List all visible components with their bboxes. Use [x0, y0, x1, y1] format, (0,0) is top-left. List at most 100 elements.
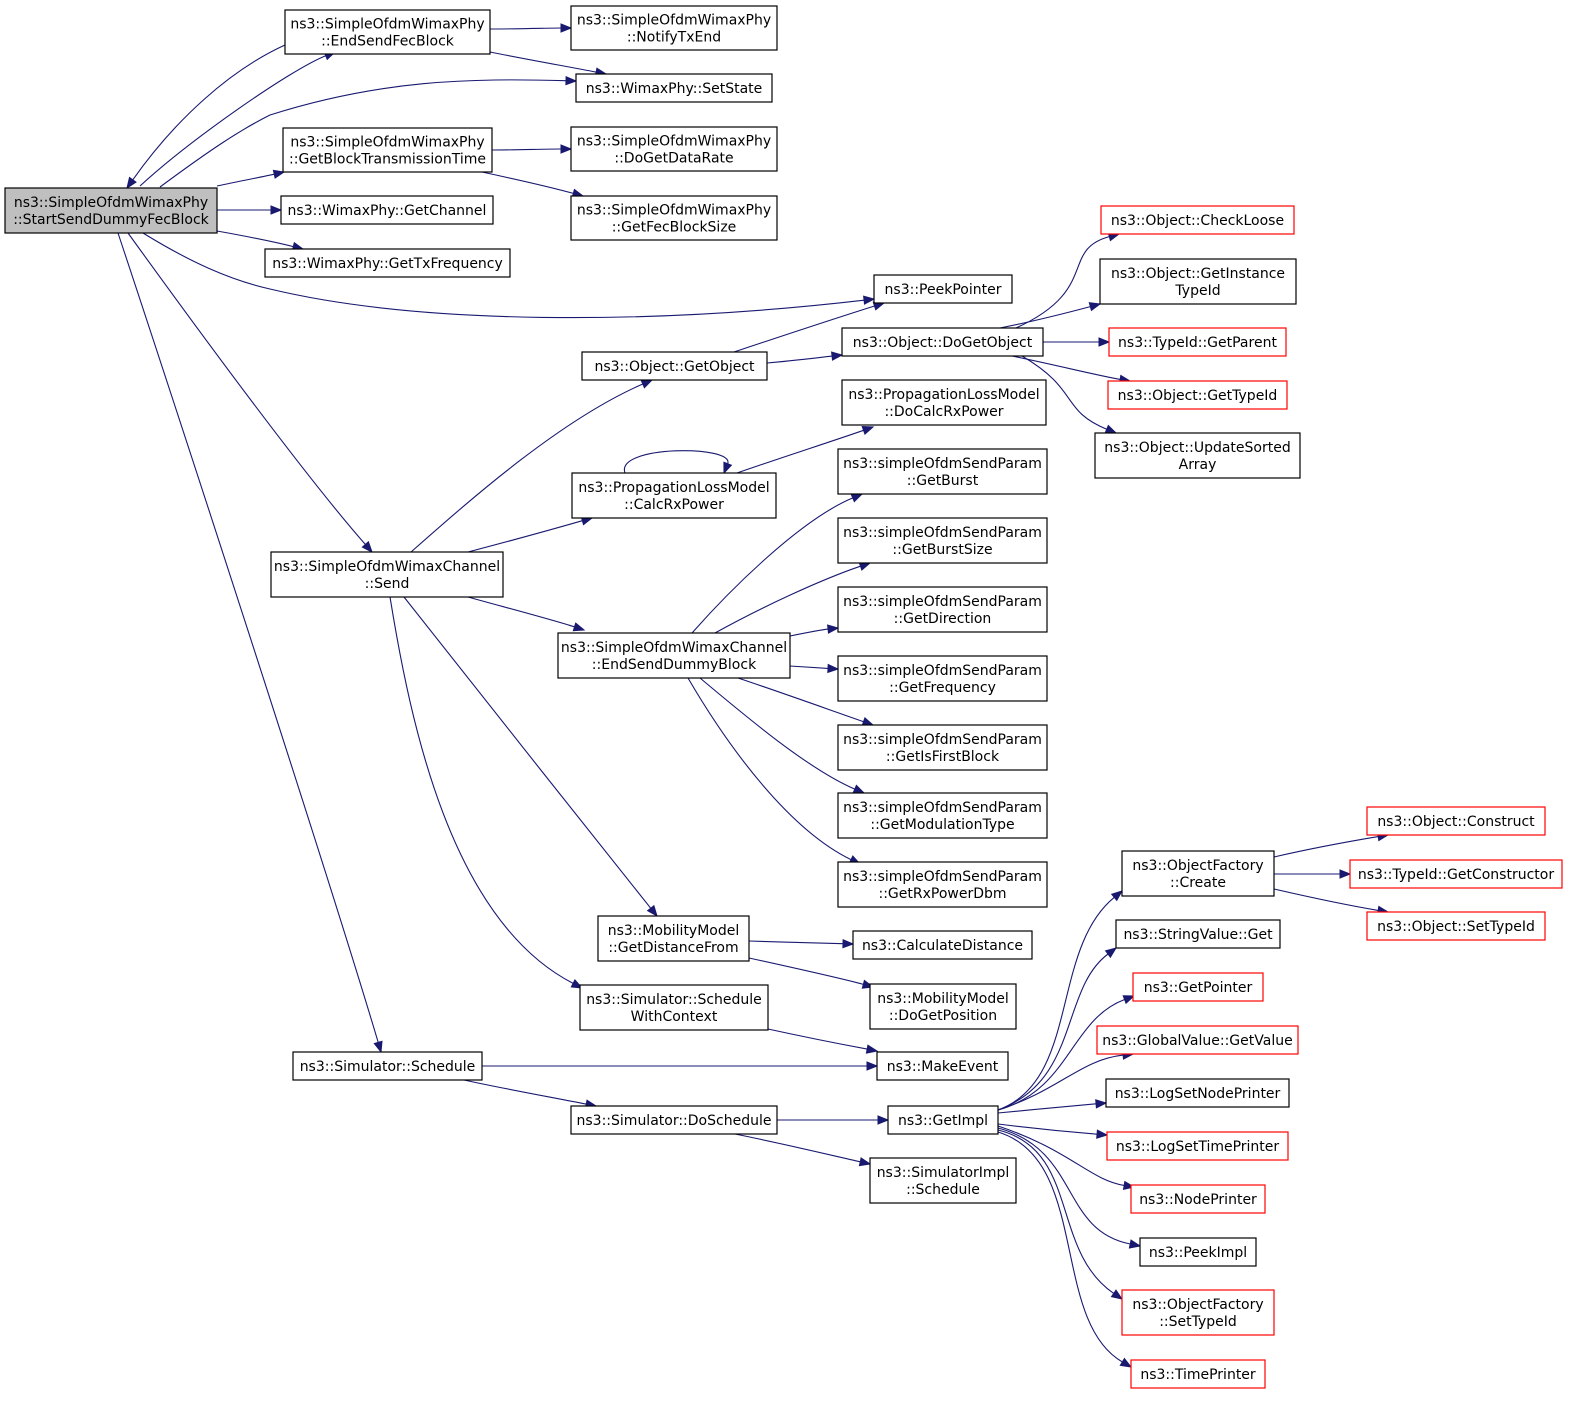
- edge-get-impl-to-peek-impl: [997, 1127, 1142, 1249]
- node-obj-construct[interactable]: ns3::Object::Construct: [1366, 806, 1546, 836]
- node-label: ns3::PropagationLossModel: [578, 480, 769, 496]
- node-box: [1121, 1289, 1275, 1336]
- node-sim-impl-schedule[interactable]: ns3::SimulatorImpl::Schedule: [869, 1157, 1017, 1204]
- node-of-set-type-id[interactable]: ns3::ObjectFactory::SetTypeId: [1121, 1289, 1275, 1336]
- node-do-schedule[interactable]: ns3::Simulator::DoSchedule: [570, 1105, 778, 1135]
- node-label: ::DoCalcRxPower: [884, 404, 1003, 420]
- node-notify-tx-end[interactable]: ns3::SimpleOfdmWimaxPhy::NotifyTxEnd: [570, 5, 778, 51]
- node-of-create[interactable]: ns3::ObjectFactory::Create: [1121, 850, 1275, 897]
- node-label: ns3::PropagationLossModel: [848, 387, 1039, 403]
- node-set-state[interactable]: ns3::WimaxPhy::SetState: [575, 73, 773, 103]
- node-do-calc-rx-power[interactable]: ns3::PropagationLossModel::DoCalcRxPower: [841, 379, 1047, 426]
- node-end-send-dummy[interactable]: ns3::SimpleOfdmWimaxChannel::EndSendDumm…: [557, 632, 791, 679]
- node-label: ns3::GetPointer: [1144, 980, 1253, 996]
- node-global-get-value[interactable]: ns3::GlobalValue::GetValue: [1096, 1025, 1299, 1055]
- node-label: ns3::SimpleOfdmWimaxPhy: [290, 135, 484, 151]
- node-get-frequency[interactable]: ns3::simpleOfdmSendParam::GetFrequency: [837, 655, 1048, 702]
- node-get-tx-freq[interactable]: ns3::WimaxPhy::GetTxFrequency: [264, 248, 511, 278]
- node-get-fec-block-size[interactable]: ns3::SimpleOfdmWimaxPhy::GetFecBlockSize: [570, 195, 778, 241]
- node-label: ns3::SimulatorImpl: [877, 1165, 1010, 1181]
- node-calc-rx-power[interactable]: ns3::PropagationLossModel::CalcRxPower: [571, 472, 777, 519]
- node-label: ns3::WimaxPhy::GetChannel: [288, 203, 487, 219]
- node-box: [264, 248, 511, 278]
- node-get-rx-power-dbm[interactable]: ns3::simpleOfdmSendParam::GetRxPowerDbm: [837, 861, 1048, 908]
- node-log-set-node-printer[interactable]: ns3::LogSetNodePrinter: [1105, 1078, 1290, 1108]
- edge-schedule-with-context-to-make-event: [767, 1028, 879, 1054]
- node-label: ::GetIsFirstBlock: [886, 749, 1000, 765]
- edge-end-send-fec-to-set-state: [489, 51, 608, 77]
- node-label: ns3::simpleOfdmSendParam: [843, 456, 1042, 472]
- node-end-send-fec[interactable]: ns3::SimpleOfdmWimaxPhy::EndSendFecBlock: [284, 9, 491, 55]
- node-box: [1108, 327, 1287, 357]
- node-label: ns3::SimpleOfdmWimaxChannel: [561, 640, 787, 656]
- node-do-get-position[interactable]: ns3::MobilityModel::DoGetPosition: [869, 983, 1017, 1030]
- node-peek-impl[interactable]: ns3::PeekImpl: [1139, 1237, 1257, 1267]
- node-get-burst-size[interactable]: ns3::simpleOfdmSendParam::GetBurstSize: [837, 517, 1048, 564]
- node-label: ::GetFecBlockSize: [612, 220, 737, 236]
- edge-do-schedule-to-sim-impl-schedule: [734, 1133, 872, 1167]
- node-box: [837, 792, 1048, 839]
- node-label: ::NotifyTxEnd: [627, 30, 721, 46]
- node-channel-send[interactable]: ns3::SimpleOfdmWimaxChannel::Send: [270, 551, 504, 598]
- node-get-direction[interactable]: ns3::simpleOfdmSendParam::GetDirection: [837, 586, 1048, 633]
- node-box: [1106, 1131, 1289, 1161]
- node-string-value-get[interactable]: ns3::StringValue::Get: [1115, 919, 1281, 949]
- node-label: ::GetBurstSize: [892, 542, 992, 558]
- edge-channel-send-to-get-object: [410, 379, 654, 553]
- edge-end-send-dummy-to-get-direction: [789, 624, 840, 637]
- node-label: ns3::simpleOfdmSendParam: [843, 869, 1042, 885]
- node-calculate-distance[interactable]: ns3::CalculateDistance: [852, 930, 1033, 960]
- node-box: [571, 472, 777, 519]
- node-get-parent[interactable]: ns3::TypeId::GetParent: [1108, 327, 1287, 357]
- node-peek-pointer[interactable]: ns3::PeekPointer: [873, 274, 1013, 304]
- node-get-is-first-block[interactable]: ns3::simpleOfdmSendParam::GetIsFirstBloc…: [837, 724, 1048, 771]
- node-box: [873, 274, 1013, 304]
- node-get-modulation-type[interactable]: ns3::simpleOfdmSendParam::GetModulationT…: [837, 792, 1048, 839]
- node-box: [841, 379, 1047, 426]
- node-get-distance-from[interactable]: ns3::MobilityModel::GetDistanceFrom: [597, 915, 750, 962]
- node-label: ns3::Simulator::Schedule: [586, 992, 762, 1008]
- node-get-object[interactable]: ns3::Object::GetObject: [581, 351, 768, 381]
- node-get-channel[interactable]: ns3::WimaxPhy::GetChannel: [280, 195, 494, 225]
- node-box: [841, 327, 1044, 357]
- node-get-burst[interactable]: ns3::simpleOfdmSendParam::GetBurst: [837, 448, 1048, 495]
- node-box: [837, 655, 1048, 702]
- node-label: ns3::Simulator::Schedule: [300, 1059, 476, 1075]
- node-box: [1130, 1359, 1266, 1389]
- node-label: ::GetFrequency: [889, 680, 996, 696]
- edge-get-impl-to-of-set-type-id: [997, 1129, 1124, 1300]
- edge-root-to-set-state: [159, 75, 578, 188]
- edge-get-impl-to-log-set-node-printer: [997, 1099, 1108, 1114]
- call-edges: [117, 23, 1390, 1368]
- edge-do-get-object-to-get-instance-type-id: [999, 302, 1102, 329]
- node-box: [557, 632, 791, 679]
- node-check-loose[interactable]: ns3::Object::CheckLoose: [1100, 205, 1295, 235]
- edge-do-get-object-to-get-parent: [1042, 337, 1111, 347]
- node-label: ns3::LogSetTimePrinter: [1116, 1139, 1280, 1155]
- node-get-type-id[interactable]: ns3::Object::GetTypeId: [1107, 380, 1288, 410]
- node-log-set-time-printer[interactable]: ns3::LogSetTimePrinter: [1106, 1131, 1289, 1161]
- node-sim-schedule[interactable]: ns3::Simulator::Schedule: [292, 1051, 483, 1081]
- node-time-printer[interactable]: ns3::TimePrinter: [1130, 1359, 1266, 1389]
- node-do-get-data-rate[interactable]: ns3::SimpleOfdmWimaxPhy::DoGetDataRate: [570, 126, 778, 172]
- node-get-block-tx[interactable]: ns3::SimpleOfdmWimaxPhy::GetBlockTransmi…: [282, 127, 493, 173]
- node-box: [4, 187, 218, 234]
- node-label: ns3::simpleOfdmSendParam: [843, 732, 1042, 748]
- node-get-impl[interactable]: ns3::GetImpl: [887, 1105, 999, 1135]
- node-label: ::DoGetDataRate: [614, 151, 733, 167]
- node-get-pointer[interactable]: ns3::GetPointer: [1132, 972, 1264, 1002]
- node-label: ns3::SimpleOfdmWimaxPhy: [577, 134, 771, 150]
- node-label: ::SetTypeId: [1159, 1314, 1237, 1330]
- node-set-type-id-obj[interactable]: ns3::Object::SetTypeId: [1366, 911, 1546, 941]
- node-box: [1096, 1025, 1299, 1055]
- node-make-event[interactable]: ns3::MakeEvent: [876, 1051, 1009, 1081]
- node-do-get-object[interactable]: ns3::Object::DoGetObject: [841, 327, 1044, 357]
- edge-calc-rx-power-to-do-calc-rx-power: [736, 425, 875, 474]
- node-get-constructor[interactable]: ns3::TypeId::GetConstructor: [1349, 859, 1563, 889]
- node-label: ns3::simpleOfdmSendParam: [843, 594, 1042, 610]
- node-node-printer[interactable]: ns3::NodePrinter: [1130, 1184, 1266, 1214]
- node-label: ns3::Object::GetObject: [594, 359, 755, 375]
